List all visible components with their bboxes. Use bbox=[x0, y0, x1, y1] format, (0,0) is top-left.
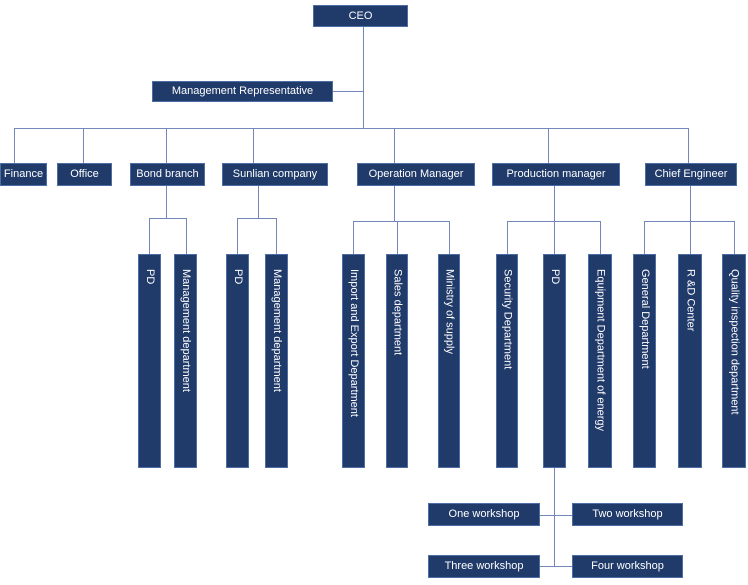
node-four-workshop[interactable]: Four workshop bbox=[572, 555, 683, 578]
node-label: Equipment Department of energy bbox=[594, 269, 607, 432]
node-pd-sunlian[interactable]: PD bbox=[226, 254, 249, 468]
connector-chief-child3 bbox=[734, 221, 735, 254]
node-label: Four workshop bbox=[591, 560, 664, 572]
connector-operation-split bbox=[353, 221, 449, 222]
node-label: Production manager bbox=[506, 168, 606, 180]
node-label: Security Department bbox=[501, 269, 514, 370]
node-label: Two workshop bbox=[592, 508, 663, 520]
node-equipment-department-of-energy[interactable]: Equipment Department of energy bbox=[588, 254, 612, 468]
node-pd-production[interactable]: PD bbox=[543, 254, 566, 468]
node-label: Finance bbox=[3, 168, 44, 180]
node-label: CEO bbox=[348, 9, 373, 22]
connector-stub-bond-branch bbox=[166, 128, 167, 163]
node-finance[interactable]: Finance bbox=[0, 163, 47, 186]
node-management-department-bond[interactable]: Management department bbox=[174, 254, 197, 468]
node-label: Quality inspection department bbox=[728, 269, 741, 415]
connector-chief-split bbox=[644, 221, 734, 222]
node-label: Sales department bbox=[391, 269, 404, 356]
connector-bond-child2 bbox=[186, 218, 187, 254]
node-label: Management Representative bbox=[171, 85, 314, 97]
node-label: Office bbox=[70, 168, 99, 180]
node-label: Import and Export Department bbox=[348, 269, 360, 417]
node-management-representative[interactable]: Management Representative bbox=[152, 81, 333, 102]
connector-bond-split bbox=[149, 218, 187, 219]
connector-production-child1 bbox=[507, 221, 508, 254]
connector-production-split bbox=[507, 221, 600, 222]
connector-workshops-row2 bbox=[540, 566, 573, 567]
node-pd-bond[interactable]: PD bbox=[138, 254, 161, 468]
node-label: PD bbox=[549, 269, 561, 285]
connector-ceo-drop bbox=[363, 27, 364, 128]
node-ceo[interactable]: CEO bbox=[313, 5, 408, 27]
node-label: Three workshop bbox=[444, 560, 524, 572]
node-security-department[interactable]: Security Department bbox=[496, 254, 518, 468]
node-label: Ministry of supply bbox=[443, 269, 456, 354]
connector-production-child3 bbox=[600, 221, 601, 254]
connector-operation-child3 bbox=[449, 221, 450, 254]
node-bond-branch[interactable]: Bond branch bbox=[130, 163, 205, 186]
connector-operation-child1 bbox=[353, 221, 354, 254]
connector-bond-drop bbox=[166, 186, 167, 218]
connector-workshops-row1 bbox=[540, 515, 573, 516]
connector-stub-sunlian bbox=[253, 128, 254, 163]
connector-pd-workshops-drop bbox=[554, 468, 555, 567]
node-sunlian-company[interactable]: Sunlian company bbox=[222, 163, 328, 186]
connector-stub-operation bbox=[394, 128, 395, 163]
node-office[interactable]: Office bbox=[57, 163, 112, 186]
node-label: General Department bbox=[639, 269, 651, 369]
node-rd-center[interactable]: R &D Center bbox=[678, 254, 702, 468]
node-label: Management department bbox=[180, 269, 192, 392]
connector-stub-finance bbox=[14, 128, 15, 163]
node-general-department[interactable]: General Department bbox=[633, 254, 656, 468]
connector-stub-chief bbox=[688, 128, 689, 163]
node-chief-engineer[interactable]: Chief Engineer bbox=[645, 163, 737, 186]
node-ministry-of-supply[interactable]: Ministry of supply bbox=[438, 254, 460, 468]
connector-main-horizontal bbox=[14, 128, 689, 129]
connector-stub-office bbox=[83, 128, 84, 163]
connector-production-child2 bbox=[554, 221, 555, 254]
node-label: R &D Center bbox=[684, 269, 697, 332]
connector-chief-drop bbox=[690, 186, 691, 221]
connector-operation-drop bbox=[394, 186, 395, 221]
node-two-workshop[interactable]: Two workshop bbox=[572, 503, 683, 526]
connector-chief-child2 bbox=[690, 221, 691, 254]
connector-sunlian-child1 bbox=[237, 218, 238, 254]
node-label: Chief Engineer bbox=[654, 168, 728, 180]
node-quality-inspection-department[interactable]: Quality inspection department bbox=[722, 254, 746, 468]
node-label: Sunlian company bbox=[232, 168, 318, 180]
node-management-department-sunlian[interactable]: Management department bbox=[265, 254, 288, 468]
node-label: One workshop bbox=[448, 508, 520, 520]
node-one-workshop[interactable]: One workshop bbox=[428, 503, 540, 526]
connector-operation-child2 bbox=[397, 221, 398, 254]
node-production-manager[interactable]: Production manager bbox=[492, 163, 620, 186]
node-label: PD bbox=[232, 269, 244, 285]
connector-sunlian-child2 bbox=[276, 218, 277, 254]
node-label: Operation Manager bbox=[368, 168, 464, 180]
node-three-workshop[interactable]: Three workshop bbox=[428, 555, 540, 578]
connector-chief-child1 bbox=[644, 221, 645, 254]
connector-management-representative bbox=[333, 91, 363, 92]
node-label: PD bbox=[144, 269, 156, 285]
connector-sunlian-split bbox=[237, 218, 277, 219]
connector-sunlian-drop bbox=[258, 186, 259, 218]
node-import-export-department[interactable]: Import and Export Department bbox=[342, 254, 365, 468]
connector-stub-production bbox=[548, 128, 549, 163]
node-sales-department[interactable]: Sales department bbox=[386, 254, 408, 468]
connector-production-drop bbox=[554, 186, 555, 221]
connector-bond-child1 bbox=[149, 218, 150, 254]
node-label: Management department bbox=[271, 269, 283, 392]
node-operation-manager[interactable]: Operation Manager bbox=[357, 163, 475, 186]
node-label: Bond branch bbox=[136, 168, 199, 180]
